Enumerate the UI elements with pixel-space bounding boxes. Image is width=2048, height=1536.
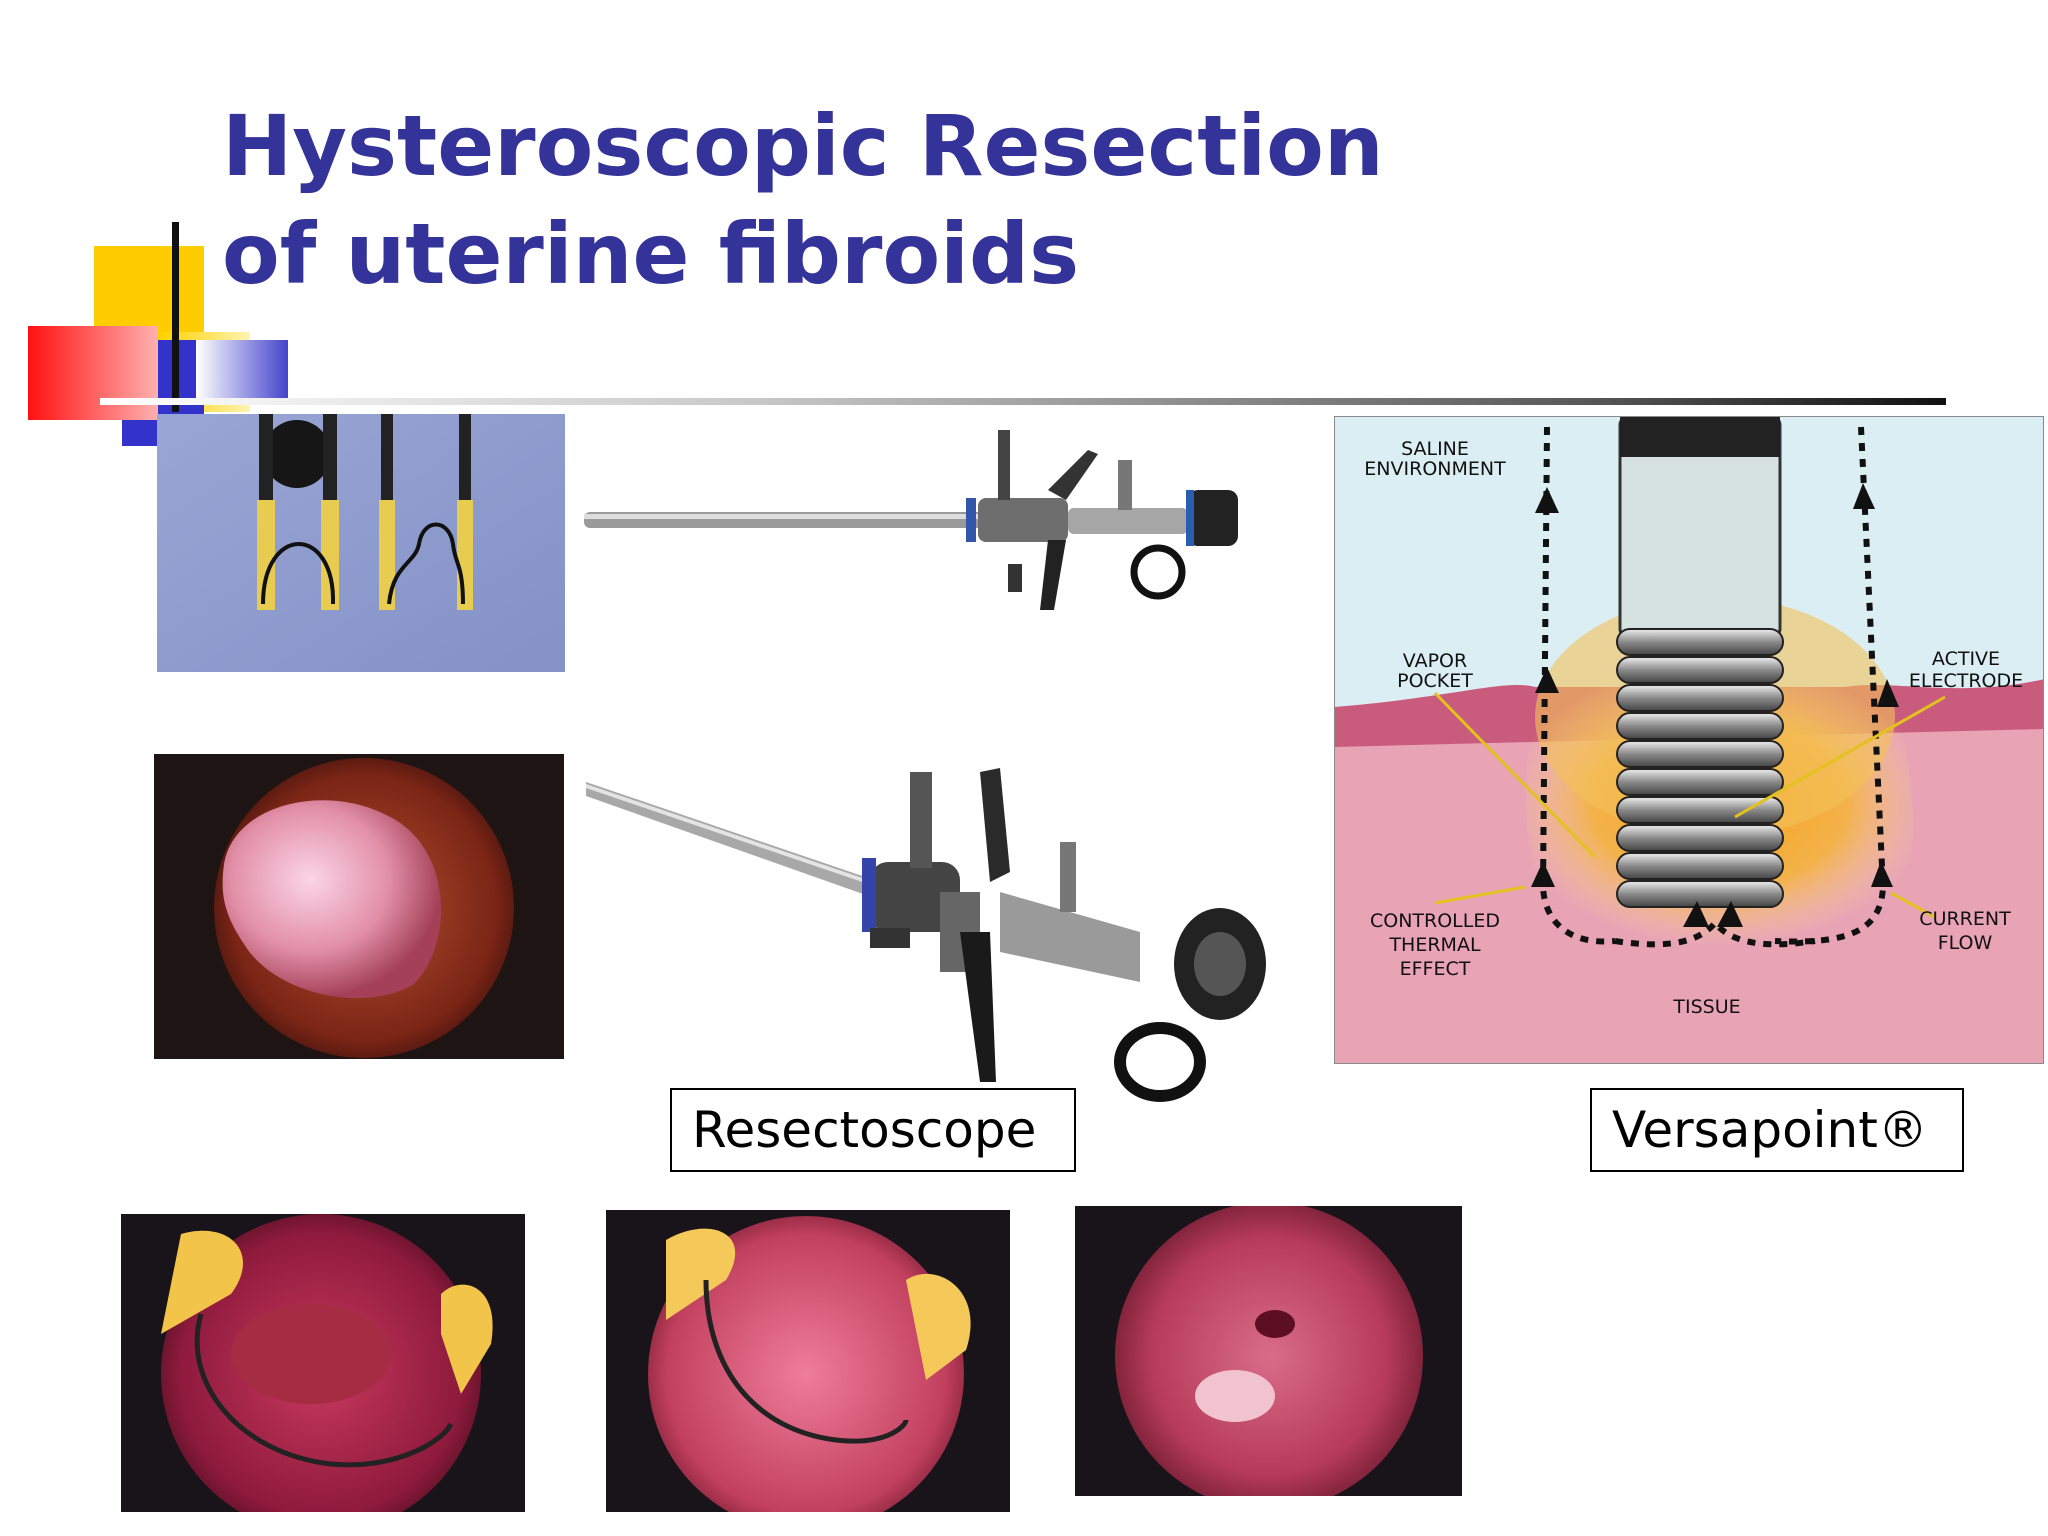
decor-vertical-line [172, 222, 179, 412]
label-current-line2: FLOW [1938, 932, 1993, 954]
versapoint-electrode-diagram: SALINE ENVIRONMENT VAPOR POCKET ACTIVE E… [1334, 416, 2044, 1064]
resectoscope-side-photo [578, 420, 1278, 630]
decor-red-square [28, 326, 158, 420]
title-line-2: of uterine fibroids [222, 205, 1080, 303]
title-line-1: Hysteroscopic Resection [222, 97, 1384, 195]
label-saline-line2: ENVIRONMENT [1364, 458, 1506, 480]
label-active-line1: ACTIVE [1932, 648, 2000, 670]
decor-blue-square-fade [196, 340, 288, 402]
label-saline-line1: SALINE [1401, 438, 1469, 460]
slide-title: Hysteroscopic Resection of uterine fibro… [222, 92, 1384, 308]
label-vapor-line2: POCKET [1397, 670, 1473, 692]
title-divider [100, 398, 1946, 405]
label-controlled-line2: THERMAL [1388, 934, 1480, 956]
label-vapor-line1: VAPOR [1403, 650, 1467, 672]
versapoint-caption: Versapoint® [1590, 1088, 1964, 1172]
resectoscope-caption: Resectoscope [670, 1088, 1076, 1172]
resectoscope-angled-photo [580, 732, 1280, 1112]
resection-view-2 [606, 1210, 1010, 1512]
resection-view-3 [1075, 1206, 1462, 1496]
label-current-line1: CURRENT [1919, 908, 2011, 930]
label-controlled-line3: EFFECT [1400, 958, 1471, 980]
coil-turns [1616, 628, 1784, 908]
label-tissue: TISSUE [1672, 996, 1740, 1018]
decor-squares [0, 0, 300, 460]
resection-view-1 [121, 1214, 525, 1512]
label-controlled-line1: CONTROLLED [1370, 910, 1500, 932]
electrode-loops-photo [157, 414, 565, 672]
label-active-line2: ELECTRODE [1909, 670, 2023, 692]
fibroid-endoscopic-view [154, 754, 564, 1059]
